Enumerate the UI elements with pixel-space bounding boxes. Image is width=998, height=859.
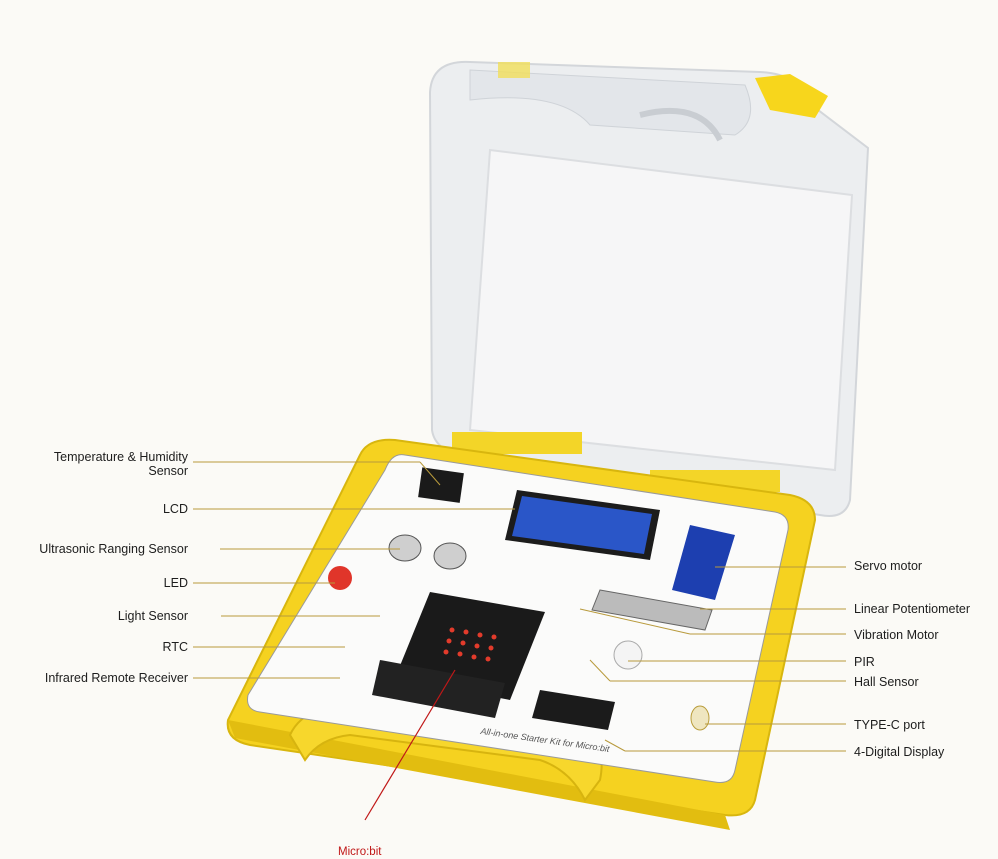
label-rtc: RTC <box>162 640 188 654</box>
pir-sensor <box>613 640 643 670</box>
case-lid <box>428 60 870 517</box>
label-temperature-humidity-line1: Temperature & Humidity <box>53 450 188 464</box>
label-type-c-port: TYPE-C port <box>854 718 925 732</box>
label-ultrasonic: Ultrasonic Ranging Sensor <box>39 542 188 556</box>
label-lcd: LCD <box>162 502 188 516</box>
type-c-port <box>690 705 710 731</box>
label-infrared: Infrared Remote Receiver <box>44 671 188 685</box>
label-pir: PIR <box>854 655 875 669</box>
servo-motor <box>672 525 735 600</box>
lid-clips <box>452 62 828 492</box>
microbit-leader-line <box>364 669 456 821</box>
label-linear-potentiometer: Linear Potentiometer <box>854 602 971 616</box>
four-digit-display <box>532 690 615 730</box>
microbit-board <box>372 592 545 718</box>
label-led: LED <box>163 576 188 590</box>
label-microbit: Micro:bit <box>338 846 382 858</box>
ultrasonic-sensor <box>388 534 467 570</box>
led <box>328 566 352 590</box>
temp-humidity-sensor <box>418 467 464 503</box>
label-servo-motor: Servo motor <box>854 559 923 573</box>
label-temperature-humidity: Temperature & Humidity Sensor <box>20 450 188 478</box>
linear-potentiometer <box>591 589 713 631</box>
label-light-sensor: Light Sensor <box>117 609 188 623</box>
leader-lines <box>193 461 846 752</box>
lcd-screen <box>505 490 660 560</box>
label-four-digit-display: 4-Digital Display <box>854 745 945 759</box>
label-temperature-humidity-line2: Sensor <box>148 464 188 478</box>
label-vibration-motor: Vibration Motor <box>854 628 939 642</box>
label-hall-sensor: Hall Sensor <box>854 675 919 689</box>
